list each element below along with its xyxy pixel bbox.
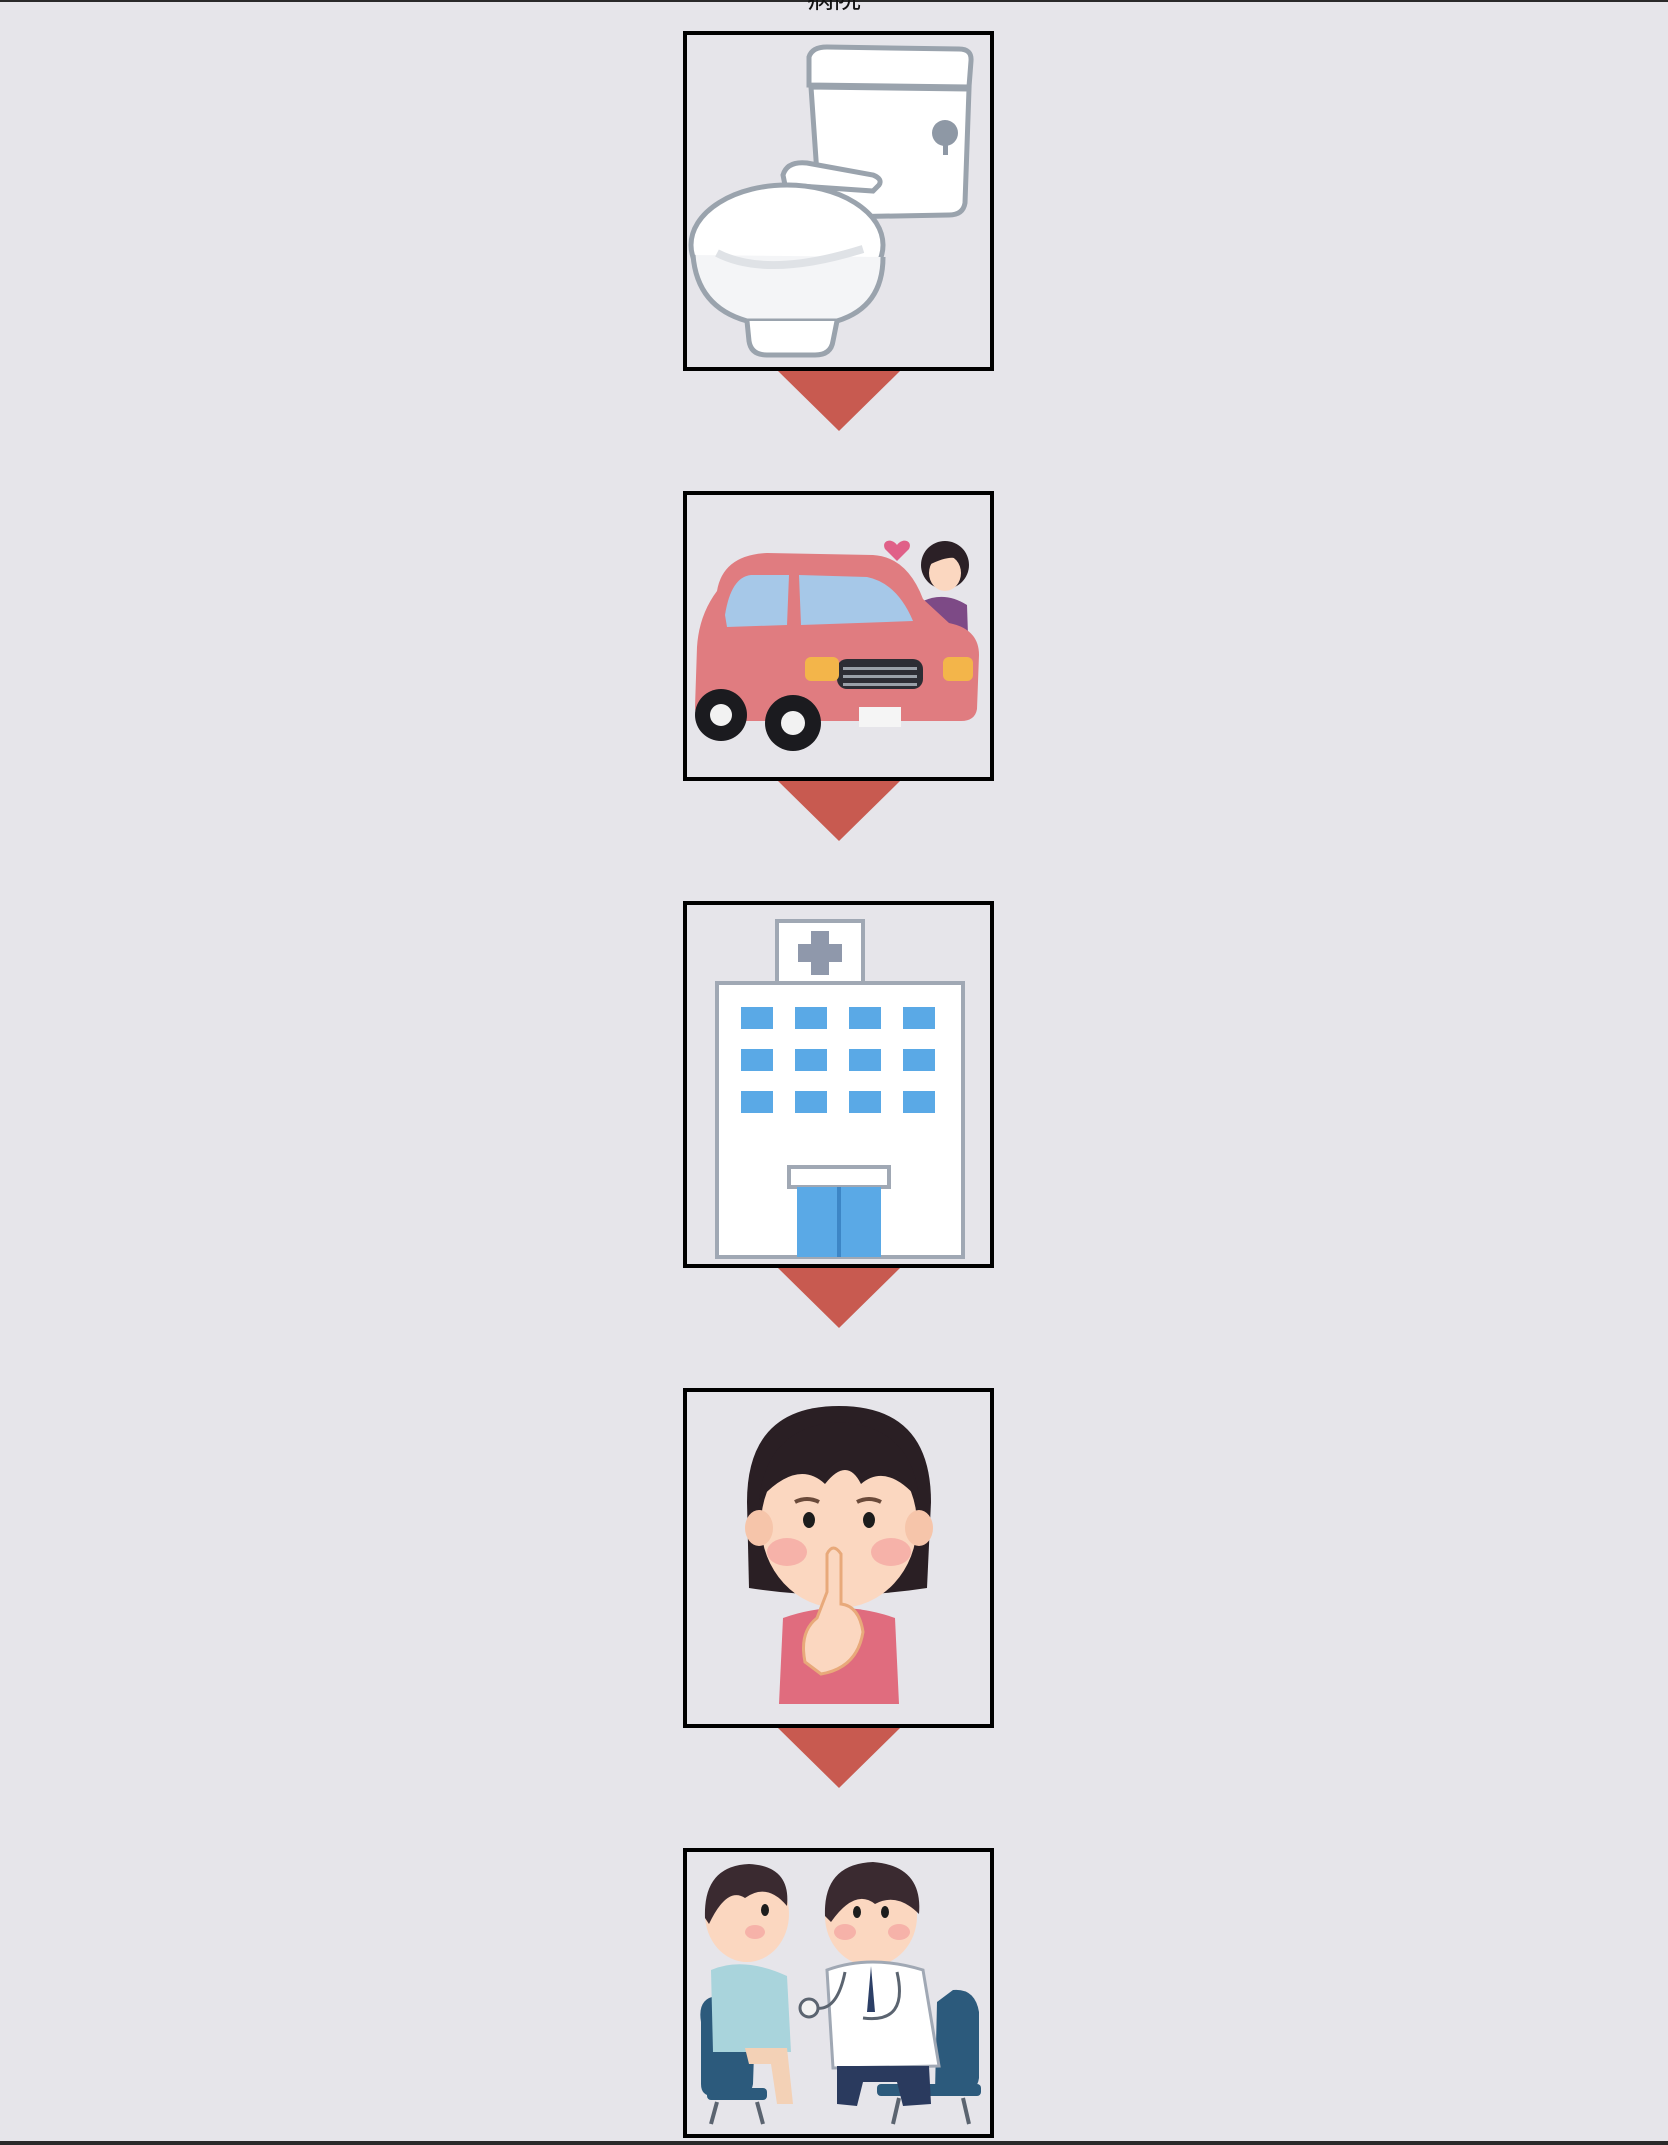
toilet-icon	[688, 44, 974, 358]
doctor-examining-patient-icon	[700, 1862, 981, 2125]
page-title: 病院	[734, 0, 934, 16]
girl-shh-finger-icon	[745, 1406, 933, 1704]
bottom-border	[0, 2141, 1668, 2145]
step-card-car	[683, 491, 994, 781]
flow-arrow-1	[778, 371, 900, 431]
step-card-girl	[683, 1388, 994, 1728]
top-border	[0, 0, 1668, 2]
car-with-woman-icon	[695, 540, 979, 751]
step-card-toilet	[683, 31, 994, 371]
step-card-hospital	[683, 901, 994, 1268]
hospital-building-icon	[715, 919, 965, 1259]
step-card-doctor	[683, 1848, 994, 2138]
flow-arrow-2	[778, 781, 900, 841]
flow-arrow-3	[778, 1268, 900, 1328]
flow-arrow-4	[778, 1728, 900, 1788]
